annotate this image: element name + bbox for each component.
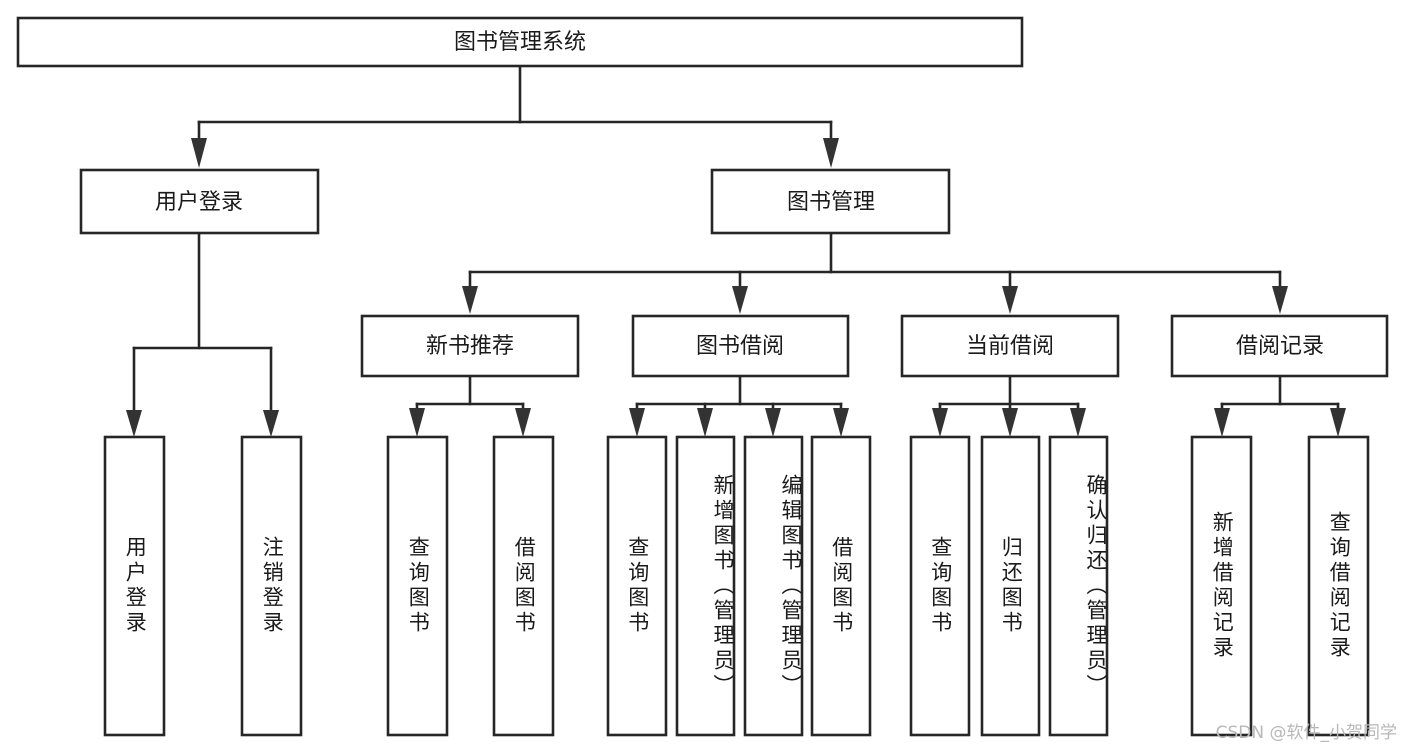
node-book-borrow[interactable]: 图书借阅 [631, 314, 850, 378]
node-book-manage[interactable]: 图书管理 [710, 168, 951, 235]
node-leaf-borrow-book-1-box[interactable] [492, 435, 555, 737]
node-root[interactable]: 图书管理系统 [16, 16, 1024, 68]
node-leaf-add-book-box[interactable] [675, 435, 736, 737]
node-leaf-user-login-box[interactable] [103, 435, 166, 737]
arrowhead-borrow-record [1272, 286, 1288, 314]
node-leaf-return-book-box[interactable] [980, 435, 1041, 737]
arrowhead-leaf-query-book-1 [409, 408, 425, 437]
arrowhead-leaf-add-book [697, 408, 713, 437]
node-current-borrow-box[interactable] [900, 314, 1120, 378]
node-leaf-query-book-1-box[interactable] [386, 435, 449, 737]
arrowhead-leaf-edit-book [765, 408, 781, 437]
csdn-watermark: CSDN @软件_小贺同学 [1215, 723, 1397, 743]
node-user-login[interactable]: 用户登录 [79, 168, 320, 235]
node-leaf-borrow-book-2-box[interactable] [810, 435, 872, 737]
node-new-book-rec-label: 新书推荐 [426, 334, 514, 359]
arrowhead-leaf-confirm-return [1070, 408, 1086, 437]
node-current-borrow[interactable]: 当前借阅 [900, 314, 1120, 378]
node-leaf-confirm-return-box[interactable] [1048, 435, 1109, 737]
arrowhead-current-borrow [1002, 286, 1018, 314]
arrowhead-leaf-query-book-2 [629, 408, 645, 437]
arrowhead-leaf-add-record [1214, 408, 1230, 437]
node-leaf-query-book-3-box[interactable] [909, 435, 971, 737]
arrowhead-leaf-borrow-book-1 [515, 408, 531, 437]
node-root-label: 图书管理系统 [454, 30, 586, 55]
node-leaf-edit-book-box[interactable] [743, 435, 804, 737]
arrowhead-book-borrow [732, 286, 748, 314]
arrowhead-leaf-borrow-book-2 [833, 408, 849, 437]
node-book-manage-box[interactable] [710, 168, 951, 235]
node-user-login-label: 用户登录 [155, 190, 243, 215]
node-leaf-add-record-box[interactable] [1190, 435, 1253, 737]
node-borrow-record[interactable]: 借阅记录 [1170, 314, 1389, 378]
node-book-borrow-box[interactable] [631, 314, 850, 378]
node-book-manage-label: 图书管理 [787, 190, 875, 215]
node-current-borrow-label: 当前借阅 [966, 334, 1054, 359]
arrowhead-new-book-rec [462, 286, 478, 314]
node-root-box[interactable] [16, 16, 1024, 68]
connector-group-new-book-rec [409, 374, 531, 437]
node-new-book-rec-box[interactable] [360, 314, 580, 378]
arrowhead-leaf-logout [263, 410, 279, 437]
arrowhead-leaf-query-record [1330, 408, 1346, 437]
connector-group-current-borrow [932, 374, 1086, 437]
arrowhead-leaf-user-login [126, 410, 142, 437]
node-user-login-box[interactable] [79, 168, 320, 235]
arrowhead-user-login [191, 138, 207, 168]
arrowhead-leaf-return-book [1002, 408, 1018, 437]
connector-group-borrow-record [1214, 374, 1346, 437]
node-book-borrow-label: 图书借阅 [696, 334, 784, 359]
node-leaf-logout-box[interactable] [240, 435, 303, 737]
arrowhead-book-manage [823, 138, 839, 168]
connector-group-book-manage [462, 231, 1288, 314]
node-borrow-record-box[interactable] [1170, 314, 1389, 378]
node-leaf-query-book-2-box[interactable] [606, 435, 668, 737]
node-new-book-rec[interactable]: 新书推荐 [360, 314, 580, 378]
node-borrow-record-label: 借阅记录 [1236, 334, 1324, 359]
connector-group-book-borrow [629, 374, 849, 437]
node-leaf-query-record-box[interactable] [1307, 435, 1370, 737]
connector-group-root [191, 64, 839, 168]
arrowhead-leaf-query-book-3 [932, 408, 948, 437]
connector-group-user-login [126, 231, 279, 437]
